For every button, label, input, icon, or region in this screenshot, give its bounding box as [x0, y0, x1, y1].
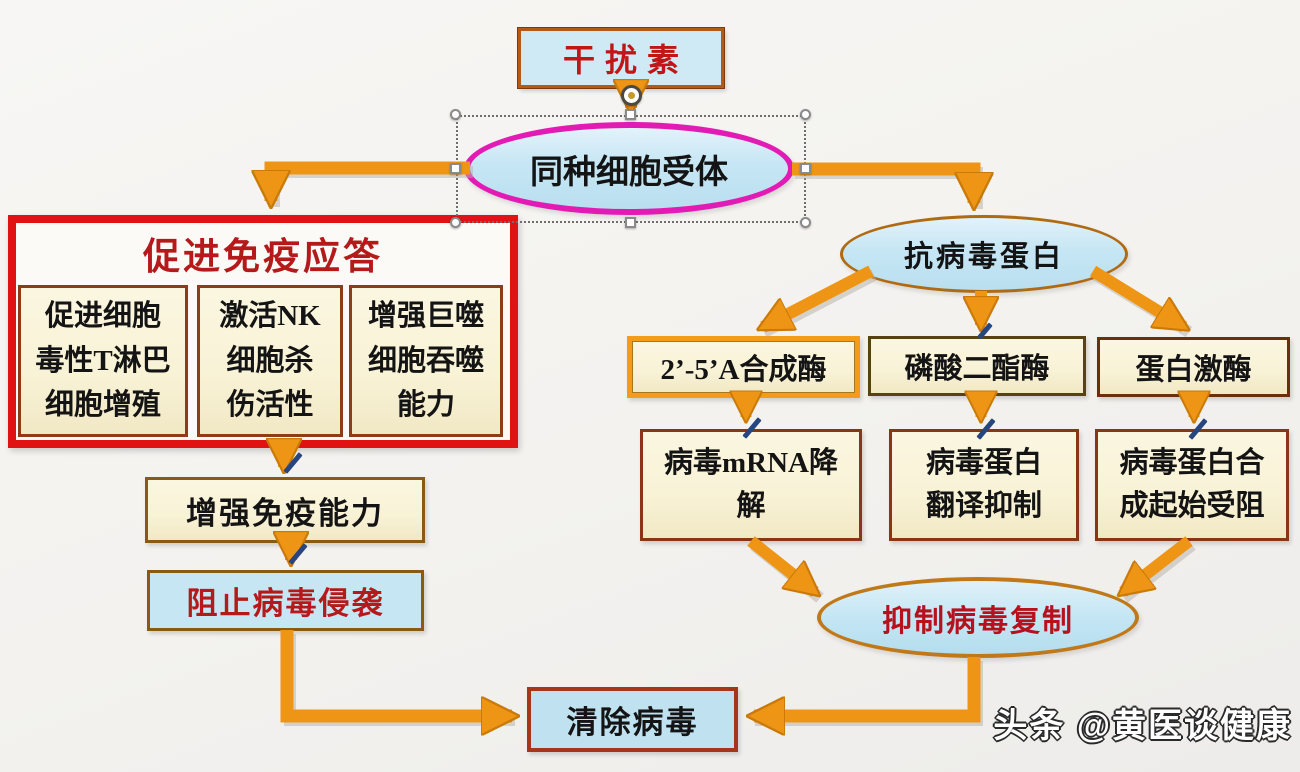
node-enzyme-protein-kinase[interactable]: 蛋白激酶: [1097, 337, 1290, 397]
node-antiviral-protein[interactable]: 抗病毒蛋白: [840, 215, 1128, 293]
arrow-receptor-to-immune-group: [271, 161, 470, 201]
node-enhance-immunity[interactable]: 增强免疫能力: [145, 477, 425, 543]
selection-handle-top-right[interactable]: [800, 109, 811, 120]
node-cell-receptor[interactable]: 同种细胞受体: [464, 122, 794, 215]
selection-handle-bottom-left[interactable]: [450, 217, 461, 228]
node-clear-virus[interactable]: 清除病毒: [527, 687, 738, 752]
arrow-protein-to-enzyme1: [763, 265, 874, 333]
selection-handle-bottom-mid[interactable]: [625, 217, 636, 228]
node-interferon[interactable]: 干扰素: [518, 28, 724, 88]
rotation-handle-icon[interactable]: [621, 85, 642, 106]
node-effect-mrna-degradation[interactable]: 病毒mRNA降 解: [640, 429, 862, 541]
selection-handle-top-left[interactable]: [450, 109, 461, 120]
arrow-protein-to-enzyme3: [1089, 265, 1184, 333]
group-promote-immune-response-title: 促进免疫应答: [143, 237, 383, 278]
arrow-block-to-clear: [280, 630, 512, 716]
node-enzyme-phosphodiesterase[interactable]: 磷酸二酯酶: [868, 336, 1086, 396]
node-cytotoxic-t-cell[interactable]: 促进细胞 毒性T淋巴 细胞增殖: [18, 285, 188, 437]
selection-handle-right-mid[interactable]: [800, 163, 811, 174]
arrow-effect1-to-replication: [747, 536, 815, 592]
watermark-label: 头条 @黄医谈健康: [993, 707, 1292, 745]
node-inhibit-replication[interactable]: 抑制病毒复制: [817, 577, 1139, 658]
arrow-receptor-to-antiviral-protein: [792, 162, 974, 203]
node-effect-translation-inhibition[interactable]: 病毒蛋白 翻译抑制: [889, 429, 1079, 541]
arrow-effect3-to-replication: [1123, 536, 1193, 592]
node-enzyme-25a-synthetase[interactable]: 2’-5’A合成酶: [627, 336, 860, 398]
selection-rectangle: [456, 115, 806, 223]
node-block-virus-invasion[interactable]: 阻止病毒侵袭: [147, 570, 424, 631]
node-effect-synthesis-blocked[interactable]: 病毒蛋白合 成起始受阻: [1095, 429, 1289, 541]
selection-handle-left-mid[interactable]: [450, 163, 461, 174]
arrow-replication-to-clear: [754, 657, 981, 716]
node-nk-cell[interactable]: 激活NK 细胞杀 伤活性: [197, 285, 343, 437]
selection-handle-top-mid[interactable]: [625, 109, 636, 120]
node-interferon-label: 干扰素: [562, 42, 689, 78]
selection-handle-bottom-right[interactable]: [800, 217, 811, 228]
node-macrophage[interactable]: 增强巨噬 细胞吞噬 能力: [349, 285, 503, 437]
